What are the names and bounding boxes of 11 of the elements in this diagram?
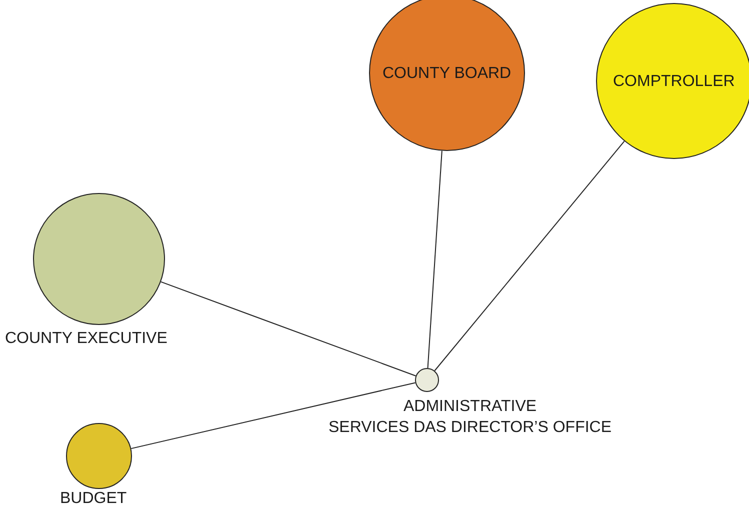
node-label: COUNTY BOARD [382, 64, 512, 84]
node-label: COMPTROLLER [613, 72, 735, 92]
circle-node [415, 368, 439, 392]
node-label: COUNTY EXECUTIVE [5, 329, 168, 349]
node-label: SERVICES DAS DIRECTOR’S OFFICE [328, 418, 612, 438]
node-label: BUDGET [60, 489, 127, 508]
connector-line [130, 382, 416, 450]
node-label: ADMINISTRATIVE [404, 397, 537, 417]
connector-line [434, 140, 625, 372]
connector-line [427, 150, 442, 369]
connector-line [160, 281, 416, 376]
